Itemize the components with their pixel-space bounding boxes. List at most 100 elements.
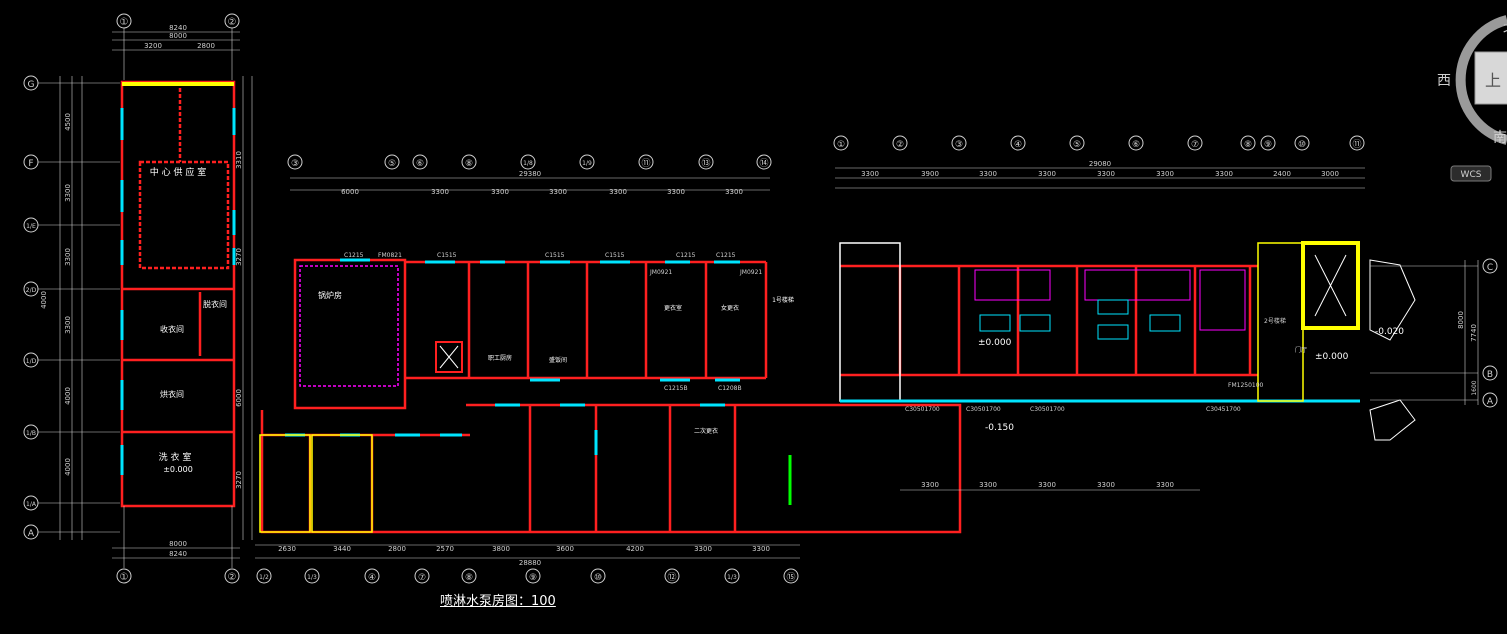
axis-label: 1/2 [259, 574, 269, 581]
room-label: 洗 衣 室 [159, 451, 192, 463]
room-label: 更衣室 [664, 304, 682, 312]
room-label: 职工厨房 [488, 354, 512, 362]
dim-text: 7740 [1470, 324, 1478, 342]
dim-text: 3300 [979, 481, 997, 489]
dim-text: 6000 [235, 389, 243, 407]
elevator-core [1301, 241, 1360, 330]
right-axis-right: 8000 7740 1600 C B A [1370, 258, 1498, 408]
dim-text: 3300 [609, 188, 627, 196]
room-label: 锅炉房 [318, 290, 342, 300]
axis-label: ② [228, 17, 237, 28]
axis-label: ② [896, 140, 904, 150]
entrance-canopy [1369, 259, 1416, 341]
drawing-caption: 喷淋水泵房图：100 [440, 594, 556, 609]
elevator-shaft [435, 341, 463, 373]
middle-axis-top: 29380 6000 3300 3300 3300 3300 3300 3300… [287, 154, 772, 196]
room-label: 二次更衣 [694, 427, 718, 435]
viewcube-top-label[interactable]: 上 [1485, 71, 1501, 90]
wcs-button[interactable] [1450, 165, 1492, 182]
room-label: 脱衣间 [203, 299, 227, 309]
axis-label: C [1487, 263, 1493, 273]
axis-label: ③ [955, 140, 963, 150]
axis-label: ② [228, 572, 237, 583]
window-tag: C1515 [437, 252, 457, 259]
axis-label: G [28, 80, 35, 90]
dim-text: 4000 [40, 291, 48, 309]
dim-text: 3270 [235, 248, 243, 266]
compass-west[interactable]: 西 [1437, 73, 1451, 89]
axis-label: 2/D [26, 287, 37, 294]
dim-text: 2400 [1273, 170, 1291, 178]
door-tag: JM0921 [739, 269, 762, 276]
elevations: ±0.000 ±0.000 -0.020 -0.150 [978, 327, 1404, 433]
axis-label: ④ [368, 573, 376, 583]
dim-text: 3800 [492, 545, 510, 553]
dim-text: 4500 [64, 113, 72, 131]
room-label: 收衣间 [160, 324, 184, 334]
viewcube-face[interactable] [1474, 51, 1507, 105]
room-label: 中 心 供 应 室 [150, 166, 206, 178]
left-walls [120, 80, 236, 508]
dim-text: 28880 [519, 559, 541, 567]
axis-label: ⑧ [465, 573, 473, 583]
elevator-cross [1314, 254, 1347, 317]
window-tag: C1215 [676, 252, 696, 259]
dim-text: 8240 [169, 24, 187, 32]
axis-label: 1/E [26, 223, 36, 230]
axis-label: ⑦ [1191, 140, 1199, 150]
axis-label: 1/B [26, 430, 36, 437]
annex-room [311, 434, 373, 533]
viewcube-widget[interactable]: 北 西 南 上 WCS [1425, 0, 1507, 190]
elevator-cross [439, 345, 459, 369]
axis-label: ⑥ [416, 159, 424, 169]
axis-label: 1/8 [523, 160, 533, 167]
right-block: 29080 3300 3900 3300 3300 3300 3300 3300… [833, 135, 1498, 491]
left-dims-right: 3310 6000 3270 3270 [235, 76, 253, 540]
right-dims-bottom: 3300 3300 3300 3300 3300 [900, 481, 1200, 491]
dim-text: 3600 [556, 545, 574, 553]
right-labels: C30501700 C30501700 C30501700 C30451700 … [905, 317, 1307, 413]
toilet-fixtures [974, 269, 1246, 331]
axis-label: A [1487, 397, 1494, 407]
axis-label: ③ [291, 159, 299, 169]
axis-label: ⑨ [529, 573, 537, 583]
axis-label: ⑩ [1298, 140, 1306, 150]
dim-text: 8000 [169, 32, 187, 40]
axis-label: ⑤ [1073, 140, 1081, 150]
window-tag: C30501700 [966, 406, 1001, 413]
left-axis-top: ① ② 8240 8000 3200 2800 [112, 13, 240, 80]
dim-text: 3300 [1038, 170, 1056, 178]
axis-label: B [1487, 370, 1493, 380]
compass-south[interactable]: 南 [1493, 130, 1507, 146]
middle-walls [260, 258, 962, 534]
dim-text: 8240 [169, 550, 187, 558]
axis-label: ⑪ [1352, 139, 1361, 150]
left-axis-bottom: 8000 8240 ① ② [112, 506, 240, 584]
dim-text: 6000 [341, 188, 359, 196]
dim-text: 3300 [1097, 481, 1115, 489]
room-label: 门厅 [1295, 346, 1307, 354]
dim-text: 29380 [519, 170, 541, 178]
room-label: 女更衣 [721, 304, 739, 312]
elevation-mark: ±0.000 [978, 338, 1012, 348]
door-tag: FM0821 [378, 252, 402, 259]
dim-text: 3300 [64, 184, 72, 202]
dim-text: 8000 [1457, 311, 1465, 329]
dim-text: 3300 [1097, 170, 1115, 178]
dim-text: 3300 [979, 170, 997, 178]
window-tag: C1215B [664, 385, 688, 392]
dim-text: 1600 [1471, 380, 1478, 395]
room-label: 1号楼梯 [772, 296, 794, 304]
dim-text: 4200 [626, 545, 644, 553]
dim-text: 3300 [64, 316, 72, 334]
wcs-label[interactable]: WCS [1461, 170, 1482, 180]
dim-text: 4000 [64, 387, 72, 405]
axis-label: ⑭ [759, 158, 768, 169]
dim-text: 4000 [64, 458, 72, 476]
middle-block: 29380 6000 3300 3300 3300 3300 3300 3300… [255, 154, 962, 584]
compass-ring[interactable] [1455, 15, 1507, 145]
compass-north[interactable]: 北 [1503, 21, 1507, 37]
left-windows [120, 108, 236, 475]
elevation-mark: ±0.000 [163, 465, 193, 474]
dim-text: 3310 [235, 151, 243, 169]
